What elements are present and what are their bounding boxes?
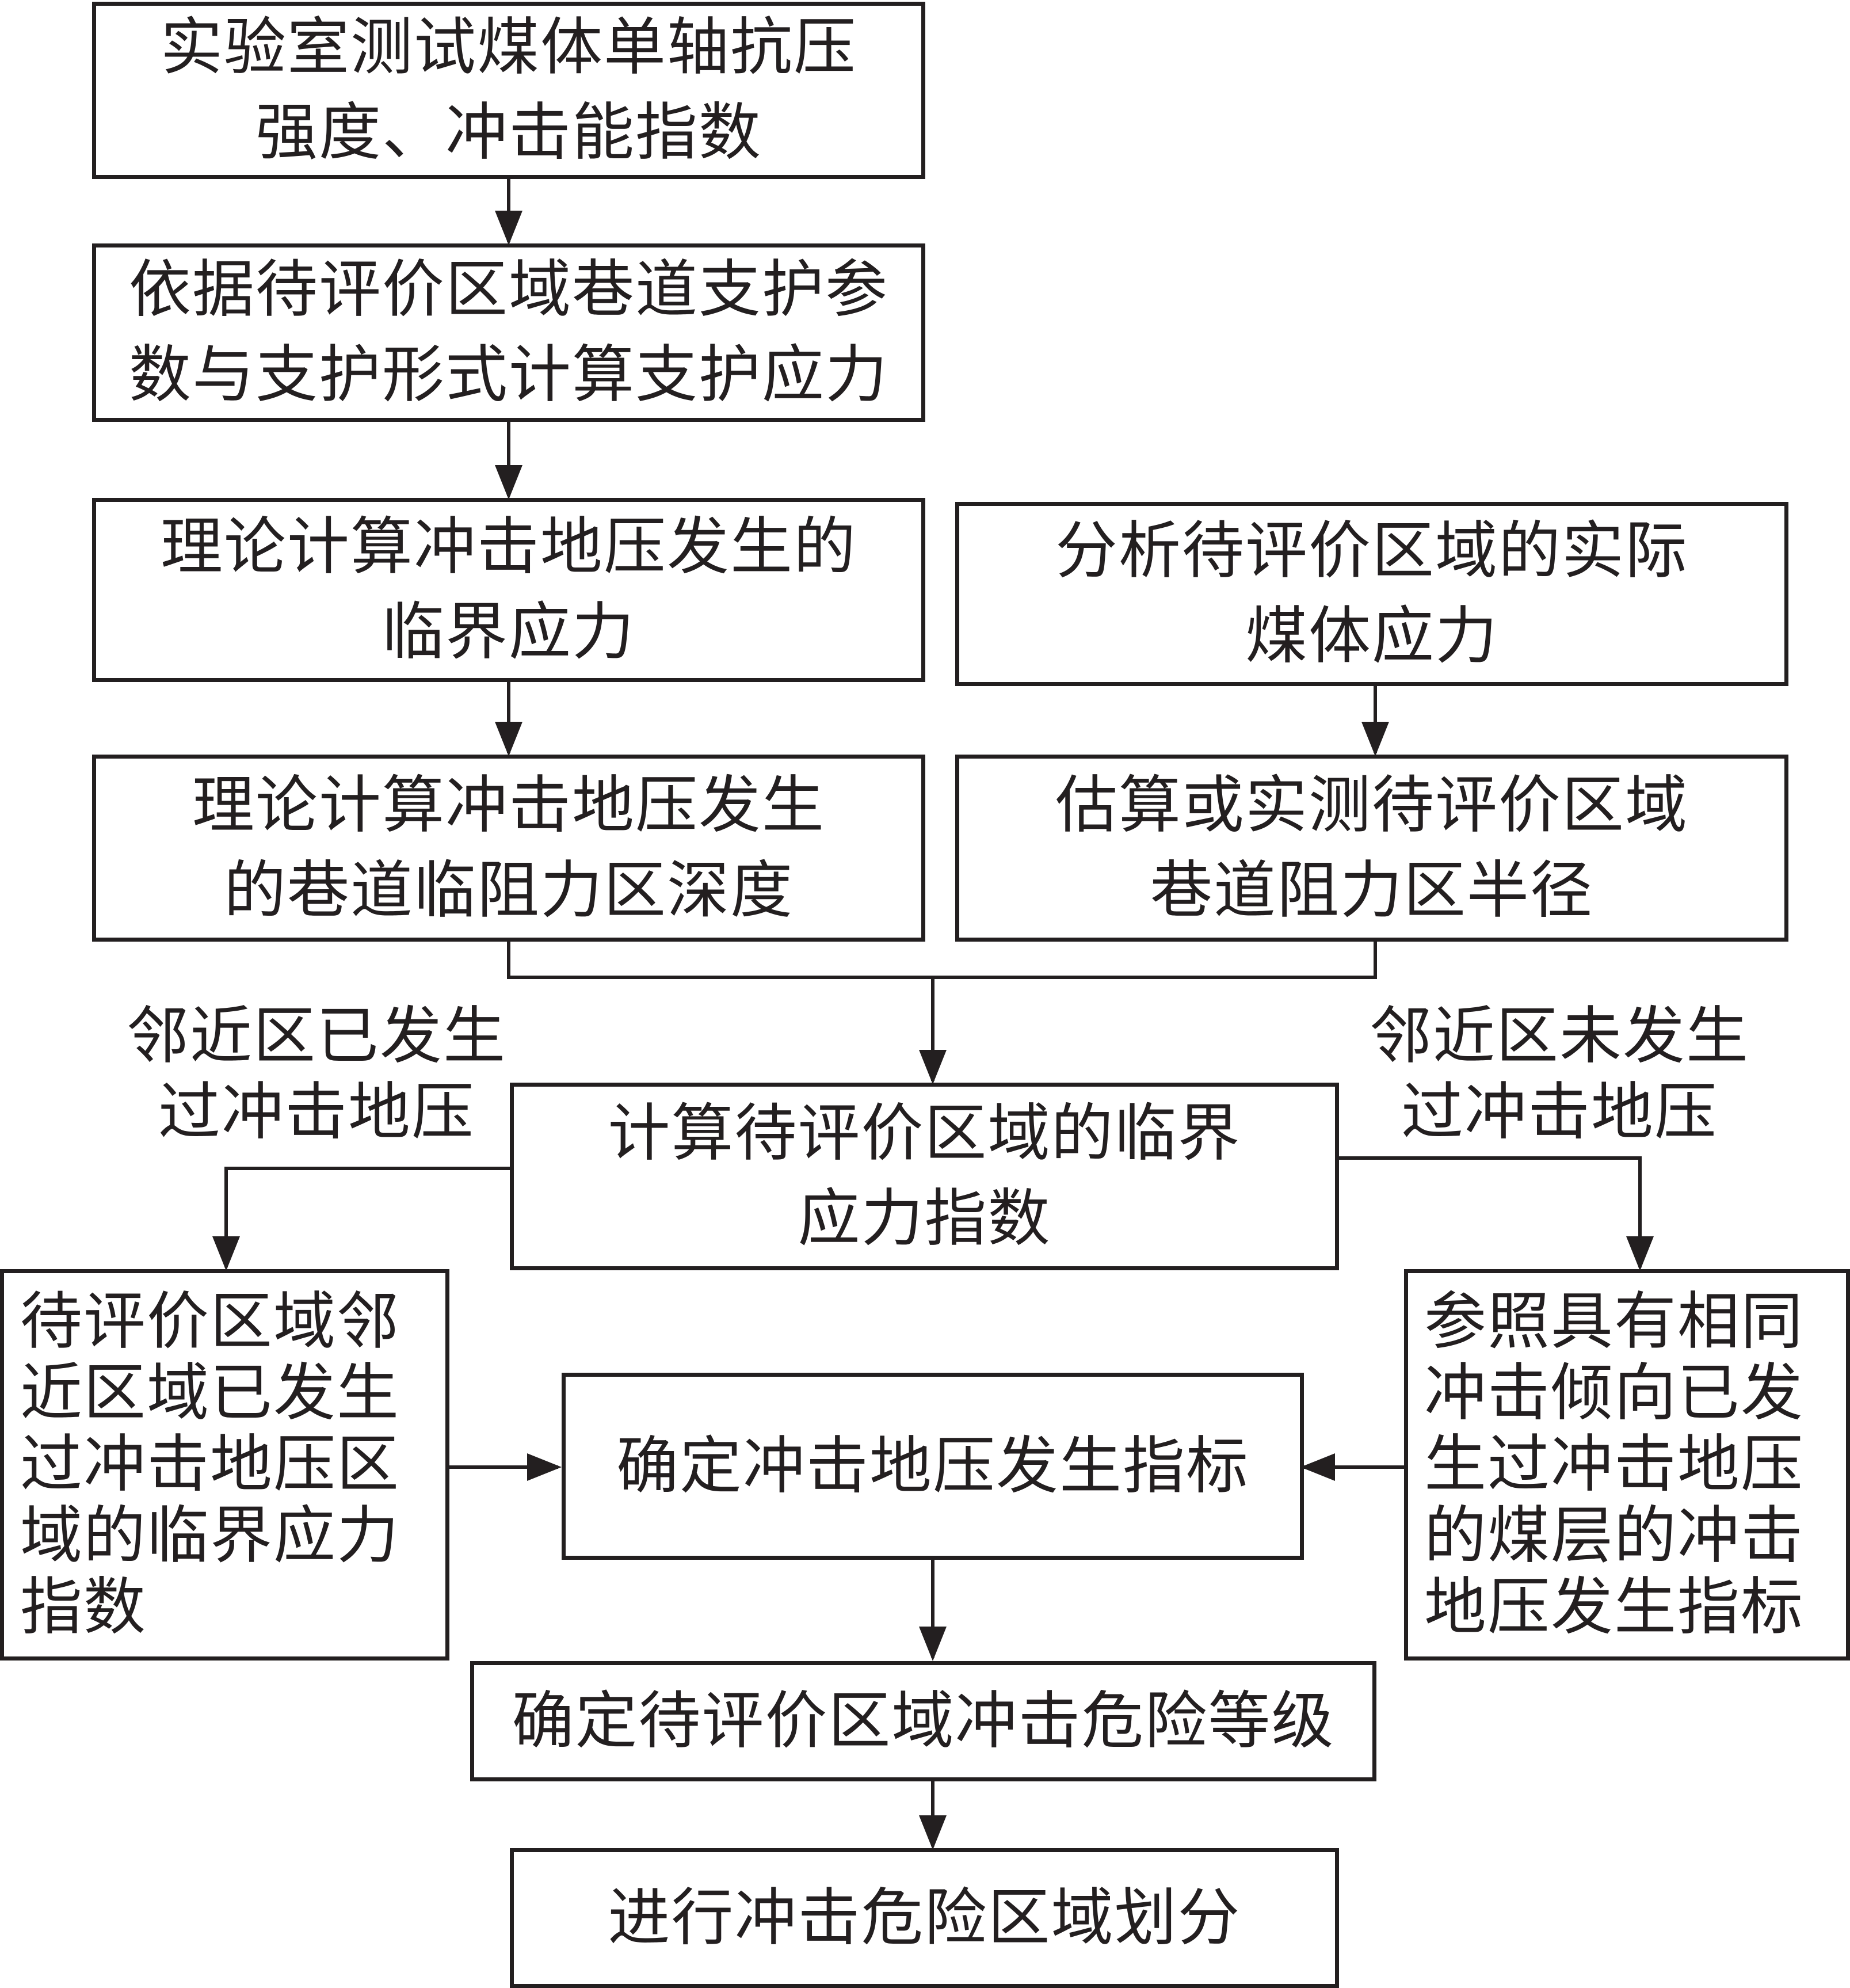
branch-label-occurred: 邻近区已发生 过冲击地压	[126, 1000, 506, 1148]
danger-level-box: 确定待评价区域冲击危险等级	[470, 1661, 1376, 1781]
branch-label-not-occurred: 邻近区未发生 过冲击地压	[1369, 1000, 1749, 1148]
critical-index-box: 计算待评价区域的临界 应力指数	[510, 1083, 1339, 1270]
merge-depth-radius-line	[507, 942, 1377, 979]
neighbor-index-box: 待评价区域邻 近区域已发生 过冲击地压区 域的临界应力 指数	[0, 1269, 449, 1661]
arrow-critical-index-to-reference	[1339, 1156, 1654, 1271]
reference-index-box: 参照具有相同 冲击倾向已发 生过冲击地压 的煤层的冲击 地压发生指标	[1404, 1269, 1850, 1661]
lab-test-box: 实验室测试煤体单轴抗压 强度、冲击能指数	[92, 2, 925, 179]
neighbor-index-text: 待评价区域邻 近区域已发生 过冲击地压区 域的临界应力 指数	[20, 1286, 400, 1643]
zoning-box: 进行冲击危险区域划分	[510, 1848, 1339, 1988]
actual-stress-text: 分析待评价区域的实际 煤体应力	[1055, 515, 1688, 672]
resistance-depth-text: 理论计算冲击地压发生 的巷道临阻力区深度	[192, 769, 825, 927]
zoning-text: 进行冲击危险区域划分	[608, 1882, 1241, 1954]
determine-index-text: 确定冲击地压发生指标	[616, 1430, 1249, 1502]
critical-index-text: 计算待评价区域的临界 应力指数	[608, 1098, 1241, 1255]
critical-stress-text: 理论计算冲击地压发生的 临界应力	[160, 511, 857, 668]
lab-test-text: 实验室测试煤体单轴抗压 强度、冲击能指数	[160, 12, 857, 169]
resistance-depth-box: 理论计算冲击地压发生 的巷道临阻力区深度	[92, 755, 925, 942]
support-stress-text: 依据待评价区域巷道支护参 数与支护形式计算支护应力	[128, 254, 888, 411]
determine-index-box: 确定冲击地压发生指标	[562, 1373, 1304, 1560]
resistance-radius-box: 估算或实测待评价区域 巷道阻力区半径	[955, 755, 1788, 942]
actual-stress-box: 分析待评价区域的实际 煤体应力	[955, 502, 1788, 686]
support-stress-box: 依据待评价区域巷道支护参 数与支护形式计算支护应力	[92, 243, 925, 422]
critical-stress-box: 理论计算冲击地压发生的 临界应力	[92, 498, 925, 682]
reference-index-text: 参照具有相同 冲击倾向已发 生过冲击地压 的煤层的冲击 地压发生指标	[1424, 1286, 1805, 1643]
resistance-radius-text: 估算或实测待评价区域 巷道阻力区半径	[1055, 769, 1688, 927]
danger-level-text: 确定待评价区域冲击危险等级	[512, 1685, 1335, 1757]
arrow-critical-index-to-neighbor	[212, 1167, 510, 1271]
